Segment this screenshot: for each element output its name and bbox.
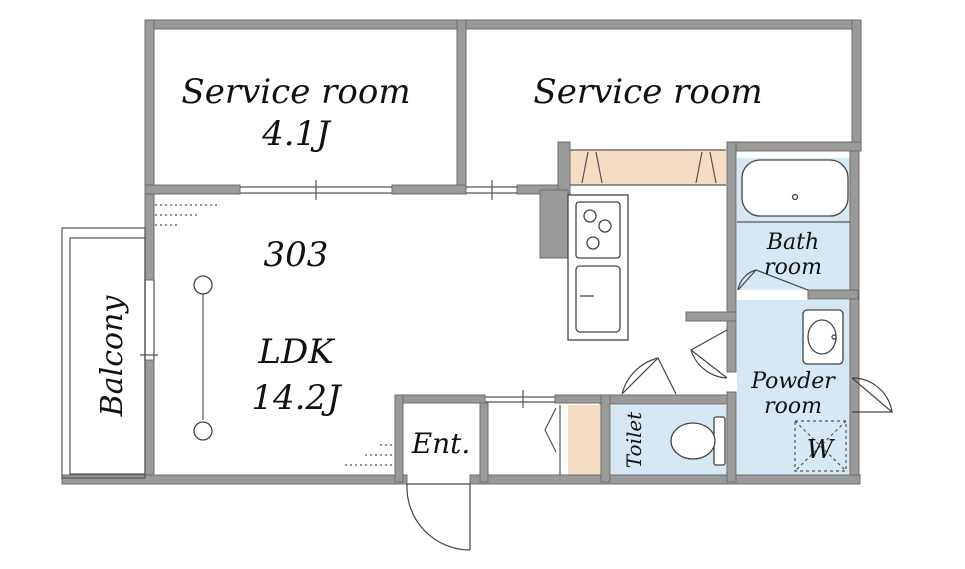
bathtub-icon bbox=[741, 159, 849, 217]
service-room-left-name: Service room bbox=[181, 72, 410, 112]
closet-lower bbox=[568, 405, 601, 475]
balcony-label: Balcony bbox=[95, 295, 130, 418]
ldk-name: LDK bbox=[257, 332, 336, 372]
closet-upper-doors bbox=[570, 149, 726, 186]
closet-upper bbox=[570, 150, 726, 185]
stove-icon bbox=[575, 201, 621, 259]
wall-service-left-bottom-a bbox=[144, 184, 241, 195]
wall-toilet-left bbox=[600, 394, 611, 483]
outer-room-door[interactable] bbox=[851, 377, 894, 413]
service-room-left-size: 4.1J bbox=[261, 114, 332, 154]
washer-label: W bbox=[807, 435, 836, 465]
ldk-shading-bottom bbox=[345, 444, 392, 466]
wall-top bbox=[144, 19, 862, 30]
wall-bottom-left bbox=[61, 474, 408, 485]
wall-entrance-right bbox=[479, 402, 489, 483]
wall-bottom-right bbox=[469, 474, 861, 485]
closet-lower-door bbox=[544, 407, 557, 453]
powder-room-line1: Powder bbox=[750, 369, 836, 394]
light-top bbox=[193, 275, 213, 295]
bath-room-line1: Bath bbox=[766, 230, 819, 255]
wall-between-service-rooms bbox=[456, 19, 467, 189]
light-bottom bbox=[193, 421, 213, 441]
bath-room-line2: room bbox=[764, 255, 822, 280]
ldk-shading-top bbox=[155, 204, 220, 226]
wall-right-lower bbox=[849, 144, 860, 483]
sink-icon bbox=[575, 265, 621, 333]
powder-door[interactable] bbox=[689, 329, 728, 379]
entrance-door[interactable] bbox=[406, 483, 471, 551]
burner-3 bbox=[586, 236, 600, 250]
wall-entrance-left bbox=[394, 394, 404, 483]
wall-service-left-bottom-b bbox=[391, 184, 467, 195]
washer-box bbox=[794, 420, 847, 472]
kitchen-column bbox=[539, 189, 569, 259]
wall-toilet-right bbox=[726, 391, 737, 483]
powder-room-line2: room bbox=[764, 394, 822, 419]
burner-1 bbox=[583, 209, 597, 223]
bath-door[interactable] bbox=[737, 269, 809, 291]
toilet-tank bbox=[713, 416, 726, 466]
wall-bath-left bbox=[726, 141, 737, 373]
wall-right-upper bbox=[851, 19, 862, 143]
wall-left-upper bbox=[144, 19, 155, 281]
unit-number: 303 bbox=[264, 235, 329, 275]
toilet-door[interactable] bbox=[621, 356, 677, 395]
wall-closet-left bbox=[557, 141, 571, 195]
wall-left-lower bbox=[144, 359, 155, 483]
entrance-label: Ent. bbox=[411, 427, 471, 460]
bath-drain bbox=[791, 193, 799, 201]
wall-corridor-top bbox=[394, 394, 486, 404]
wall-kitchen-stub bbox=[685, 311, 737, 322]
burner-2 bbox=[598, 219, 612, 233]
toilet-bowl-icon bbox=[670, 422, 716, 460]
ldk-size: 14.2J bbox=[251, 378, 343, 418]
toilet-label: Toilet bbox=[622, 411, 646, 468]
wall-bath-bottom bbox=[807, 289, 859, 300]
basin-drain bbox=[831, 334, 837, 340]
wall-toilet-top bbox=[599, 394, 728, 405]
wall-corridor-top-right bbox=[554, 394, 602, 404]
service-room-right-name: Service room bbox=[533, 72, 762, 112]
wall-right-service-inner bbox=[726, 141, 862, 152]
